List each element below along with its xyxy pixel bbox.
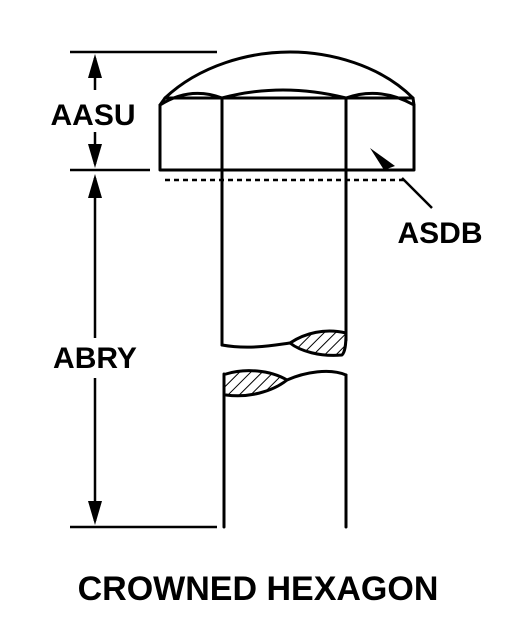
arrowhead-down-icon <box>88 501 102 525</box>
arrowhead-down-icon <box>88 144 102 168</box>
arrowhead-up-icon <box>88 54 102 78</box>
leader-arrowhead-icon <box>370 148 395 170</box>
diagram-title: CROWNED HEXAGON <box>78 570 439 608</box>
shank-length-label: ABRY <box>53 342 137 375</box>
shank-upper <box>220 168 348 357</box>
head-height-label: AASU <box>50 99 135 132</box>
dimension-head-height: AASU <box>50 54 136 168</box>
hex-face-arcs <box>158 88 416 107</box>
bearing-surface-label: ASDB <box>397 217 482 250</box>
shank-lower <box>222 369 348 529</box>
bolt-head <box>158 50 416 182</box>
extension-lines <box>70 50 217 529</box>
arrowhead-up-icon <box>88 174 102 198</box>
hex-head-outline <box>158 96 416 172</box>
bearing-surface-callout: ASDB <box>370 148 483 250</box>
dimension-shank-length: ABRY <box>53 174 137 525</box>
crown-dome <box>163 50 415 100</box>
leader-line <box>401 177 433 209</box>
